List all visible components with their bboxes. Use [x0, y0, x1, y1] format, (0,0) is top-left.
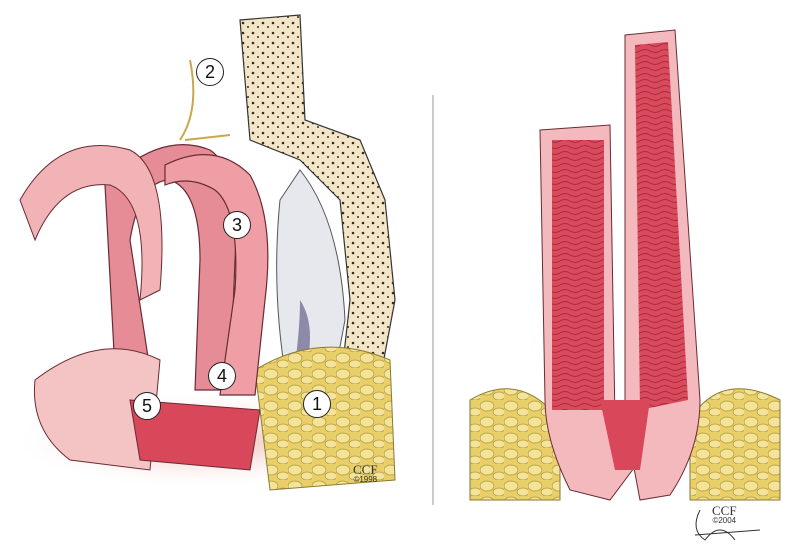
credit-org: CCF	[353, 462, 378, 477]
anastomosis	[600, 400, 650, 470]
label-4: 4	[208, 362, 236, 390]
artist-signature	[694, 509, 761, 541]
anal-canal	[129, 399, 261, 471]
label-5: 5	[133, 392, 161, 420]
label-1: 1	[303, 390, 331, 418]
credit-right: CCF ©2004	[712, 504, 737, 525]
label-2: 2	[196, 58, 224, 86]
pouch-mucosa	[552, 140, 604, 410]
perineum	[33, 348, 161, 471]
credit-year: ©1998	[353, 475, 378, 484]
vessel	[179, 59, 231, 141]
afferent-mucosa	[635, 42, 688, 410]
left-illustration	[10, 14, 396, 491]
fat-right	[689, 388, 781, 501]
credit-year: ©2004	[712, 516, 737, 525]
credit-org: CCF	[712, 503, 737, 518]
credit-left: CCF ©1998	[353, 463, 378, 484]
bladder	[19, 145, 163, 301]
perirectal-fat	[254, 346, 396, 491]
label-3: 3	[223, 211, 251, 239]
right-illustration	[469, 29, 781, 541]
